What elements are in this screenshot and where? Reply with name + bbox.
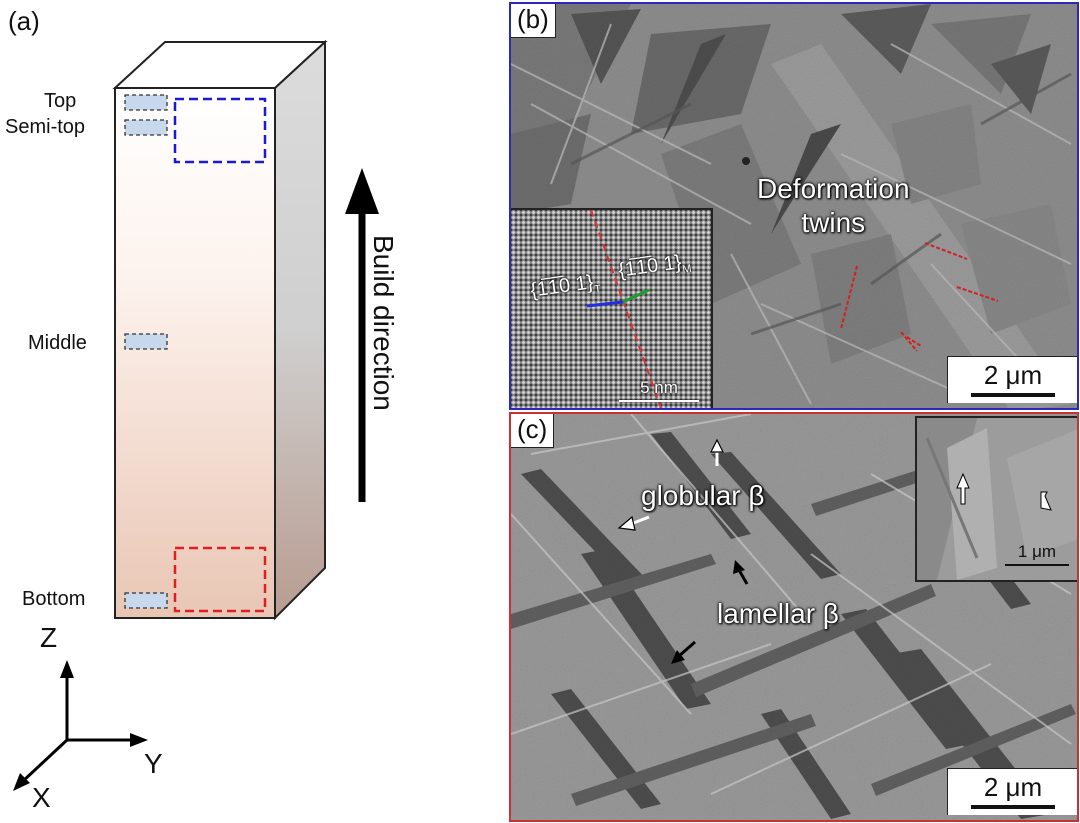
panel-b-scale-box: 2 μm xyxy=(947,356,1077,403)
region-c-marker xyxy=(173,546,267,613)
globular-arrows xyxy=(617,438,724,531)
panel-b-scale-label: 2 μm xyxy=(983,360,1043,390)
panel-c-scale-bar xyxy=(971,805,1055,809)
hrtem-inset: {1̅1̅0 1}T {1̅1̅0 1}M 5 nm xyxy=(511,208,713,408)
block-side-face xyxy=(274,39,326,621)
plane-t-line xyxy=(586,300,624,308)
panel-b-sem-image: (b) Deformation twins {1̅1̅0 1}T {1̅1̅0 … xyxy=(509,2,1079,410)
axis-label-y: Y xyxy=(144,748,163,779)
twin-line-1 xyxy=(840,265,858,330)
panel-c-scale-box: 2 μm xyxy=(947,768,1077,815)
axis-label-x: X xyxy=(32,782,51,813)
hrtem-scale-label: 5 nm xyxy=(640,378,678,397)
twin-line-5 xyxy=(906,336,922,347)
region-b-marker xyxy=(173,97,267,164)
deformation-twins-line2: twins xyxy=(801,207,866,238)
twin-line-4 xyxy=(900,331,918,352)
sample-bottom-marker xyxy=(124,592,168,609)
plane-m-line xyxy=(622,288,650,304)
sample-middle-marker xyxy=(124,333,168,350)
label-semi-top: Semi-top xyxy=(5,116,86,138)
block-front-face xyxy=(114,87,276,619)
twin-boundary-line xyxy=(590,210,662,408)
panel-c-letter: (c) xyxy=(511,414,555,448)
build-block-diagram xyxy=(13,39,379,791)
deformation-twins-label: Deformation twins xyxy=(757,172,910,240)
label-build-direction: Build direction xyxy=(368,235,399,411)
hrtem-scale-bar: 5 nm xyxy=(619,378,699,402)
label-bottom: Bottom xyxy=(22,588,86,610)
panel-b-scale-bar xyxy=(971,393,1055,397)
sample-semitop-marker xyxy=(124,119,168,136)
axis-label-z: Z xyxy=(40,622,58,653)
x-axis xyxy=(20,738,69,784)
inset-scale-bar: 1 μm xyxy=(1005,542,1069,566)
twin-line-3 xyxy=(956,286,999,302)
panel-c-inset: 1 μm xyxy=(915,416,1077,582)
globular-beta-label: globular β xyxy=(641,480,765,511)
inset-scale-label: 1 μm xyxy=(1017,542,1057,561)
panel-b-letter: (b) xyxy=(511,4,556,38)
build-direction-arrowhead xyxy=(345,168,379,214)
sample-top-marker xyxy=(124,94,168,111)
deformation-twins-line1: Deformation xyxy=(757,173,910,204)
label-top: Top xyxy=(44,90,77,112)
panel-c-scale-label: 2 μm xyxy=(983,772,1043,802)
lamellar-arrows xyxy=(671,560,749,664)
panel-a-letter: (a) xyxy=(8,6,40,36)
lamellar-beta-label: lamellar β xyxy=(717,598,839,629)
panel-c-sem-image: (c) globular β lamellar β 1 μm 2 μm xyxy=(509,412,1079,822)
label-middle: Middle xyxy=(28,332,87,354)
twin-line-2 xyxy=(924,242,968,260)
